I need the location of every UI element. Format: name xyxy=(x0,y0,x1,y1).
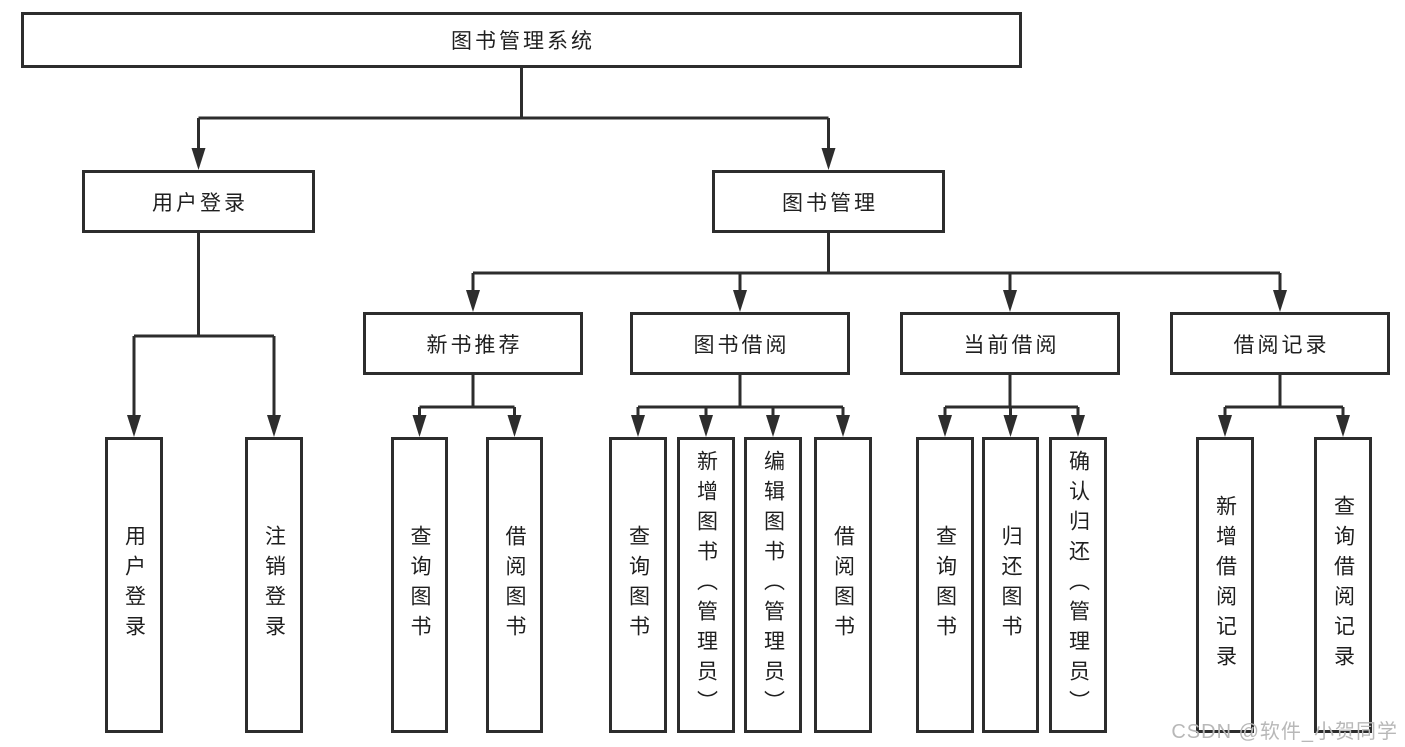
node-new-book-recommend: 新书推荐 xyxy=(363,312,583,375)
leaf-return-books: 归还图书 xyxy=(982,437,1039,733)
node-user-login: 用户登录 xyxy=(82,170,315,233)
node-current-borrow: 当前借阅 xyxy=(900,312,1120,375)
leaf-query-books-1: 查询图书 xyxy=(391,437,448,733)
csdn-watermark: CSDN @软件_小贺同学 xyxy=(1171,721,1398,743)
leaf-query-books-2: 查询图书 xyxy=(609,437,667,733)
leaf-edit-books-admin: 编辑图书（管理员） xyxy=(744,437,802,733)
leaf-query-books-3: 查询图书 xyxy=(916,437,974,733)
node-root: 图书管理系统 xyxy=(21,12,1022,68)
arrowheads xyxy=(127,148,1350,437)
node-book-management: 图书管理 xyxy=(712,170,945,233)
leaf-logout: 注销登录 xyxy=(245,437,303,733)
node-book-borrow: 图书借阅 xyxy=(630,312,850,375)
leaf-query-borrow-record: 查询借阅记录 xyxy=(1314,437,1372,733)
leaf-borrow-books-1: 借阅图书 xyxy=(486,437,543,733)
leaf-confirm-return-admin: 确认归还（管理员） xyxy=(1049,437,1107,733)
leaf-add-borrow-record: 新增借阅记录 xyxy=(1196,437,1254,733)
leaf-add-books-admin: 新增图书（管理员） xyxy=(677,437,735,733)
node-borrow-records: 借阅记录 xyxy=(1170,312,1390,375)
leaf-user-login: 用户登录 xyxy=(105,437,163,733)
leaf-borrow-books-2: 借阅图书 xyxy=(814,437,872,733)
